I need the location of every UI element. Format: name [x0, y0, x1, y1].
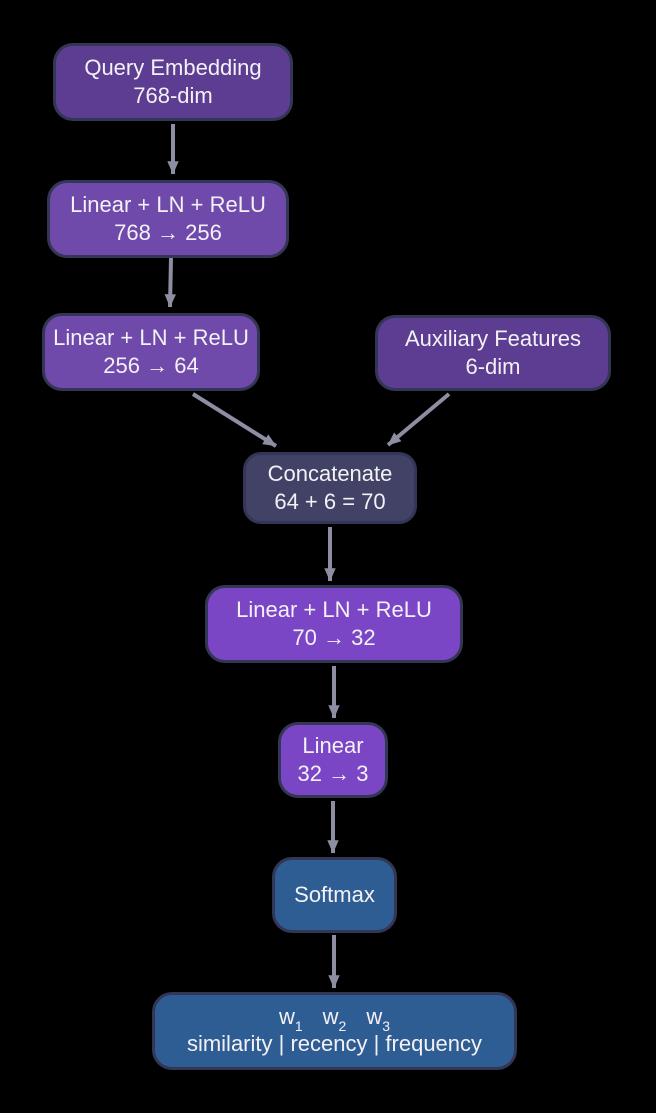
- node-dims: 6-dim: [465, 354, 521, 379]
- node-dims: 256 → 64: [103, 353, 199, 378]
- node-auxiliary-features: Auxiliary Features 6-dim: [375, 315, 611, 391]
- node-dims: 768-dim: [133, 83, 213, 108]
- output-components-label: similarity | recency | frequency: [186, 1031, 483, 1056]
- node-label: Linear + LN + ReLU: [53, 325, 249, 350]
- node-dims: 70 → 32: [292, 625, 376, 650]
- node-mlp-layer-1: Linear + LN + ReLU 768 → 256: [47, 180, 289, 258]
- edge-aux-to-concat: [386, 392, 451, 447]
- weight-w2: w2: [322, 1004, 347, 1034]
- node-dims: 64 + 6 = 70: [274, 489, 386, 514]
- node-label: Linear + LN + ReLU: [236, 597, 432, 622]
- edge-mlp2-to-concat: [191, 392, 278, 448]
- node-softmax: Softmax: [272, 857, 397, 933]
- weight-w3: w3: [366, 1004, 391, 1034]
- node-mlp-layer-3: Linear + LN + ReLU 70 → 32: [205, 585, 463, 663]
- node-label: Linear + LN + ReLU: [70, 192, 266, 217]
- node-dims: 32 → 3: [297, 761, 369, 786]
- node-label: Auxiliary Features: [404, 326, 582, 351]
- edge-mlp1-to-mlp2: [164, 257, 176, 308]
- node-concatenate: Concatenate 64 + 6 = 70: [243, 452, 417, 524]
- node-label: Query Embedding: [84, 55, 262, 80]
- node-dims: 768 → 256: [114, 220, 222, 245]
- node-mlp-layer-2: Linear + LN + ReLU 256 → 64: [42, 313, 260, 391]
- node-label: Concatenate: [267, 461, 393, 486]
- node-label: Softmax: [294, 882, 375, 907]
- node-output-weights: w1 w2 w3 similarity | recency | frequency: [152, 992, 517, 1070]
- node-query-embedding: Query Embedding 768-dim: [53, 43, 293, 121]
- node-label: Linear: [302, 733, 364, 758]
- output-weights-line: w1 w2 w3: [269, 1004, 400, 1034]
- weight-w1: w1: [278, 1004, 303, 1034]
- node-linear-head: Linear 32 → 3: [278, 722, 388, 798]
